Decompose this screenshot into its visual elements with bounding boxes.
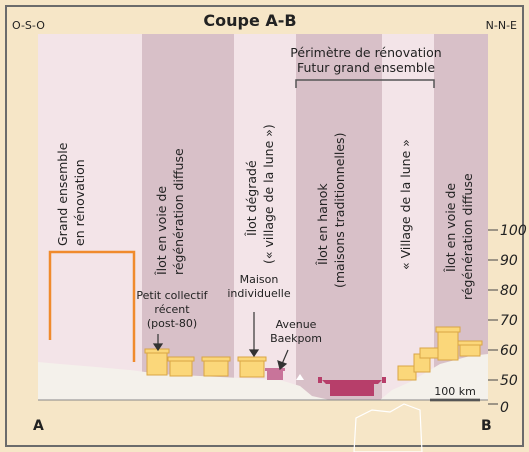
scale-tick-50: 50: [500, 373, 518, 389]
scale-tick-100: 100: [500, 223, 527, 239]
zone-label-6b: régénération diffuse: [460, 173, 475, 300]
zone-band-5: [382, 34, 434, 400]
direction-left: O-S-O: [12, 19, 45, 32]
scale-tick-90: 90: [500, 253, 518, 269]
perimeter-label-1: Périmètre de rénovation: [290, 45, 441, 60]
annotation-arrows: [152, 312, 289, 371]
zone-label-1a: Grand ensemble: [55, 142, 70, 246]
endpoint-b: B: [481, 418, 492, 434]
scale-tick-70: 70: [500, 313, 518, 329]
endpoint-a: A: [33, 418, 44, 434]
hanok-building: [318, 377, 386, 396]
zone-label-2b: régénération diffuse: [171, 148, 186, 275]
zone-band-2: [142, 34, 234, 400]
ground-profile: [38, 354, 488, 400]
diagram-title: Coupe A-B: [203, 11, 296, 30]
avenue-label-2: Baekpom: [270, 332, 322, 345]
zone-band-4: [296, 34, 382, 400]
zone-label-6a: Îlot en voie de: [443, 183, 458, 273]
perimeter-bracket: [295, 79, 435, 88]
decorative-shape: [353, 403, 423, 452]
petit-collectif-label-2: récent: [154, 303, 190, 316]
petit-collectif-label-1: Petit collectif: [136, 289, 208, 302]
direction-right: N-N-E: [486, 19, 517, 32]
zone-label-2a: Îlot en voie de: [154, 186, 169, 276]
buildings-left: [144, 348, 267, 378]
scale-tick-0: 0: [500, 400, 509, 416]
zone-label-3b: (« village de la lune »): [261, 124, 276, 264]
zone-label-5a: « Village de la lune »: [398, 139, 413, 270]
perimeter-label-2: Futur grand ensemble: [297, 60, 435, 75]
zone-label-4b: (maisons traditionnelles): [332, 133, 347, 288]
scale-tick-80: 80: [500, 283, 518, 299]
zone-band-3: [234, 34, 296, 400]
vertical-scale: [488, 229, 498, 405]
small-pink-house: [265, 368, 285, 380]
zone-label-4a: Îlot en hanok: [315, 183, 330, 266]
petit-collectif-label-3: (post-80): [147, 317, 197, 330]
scale-bar-label: 100 km: [434, 385, 476, 398]
highrise-outline: [48, 250, 136, 362]
zone-label-1b: en rénovation: [72, 159, 87, 246]
zone-band-1: [38, 34, 142, 400]
avenue-label-1: Avenue: [276, 318, 317, 331]
small-white-marker: [296, 374, 304, 380]
buildings-right: [397, 326, 483, 381]
zone-label-3a: Îlot dégradé: [244, 160, 259, 237]
maison-label-2: individuelle: [227, 287, 290, 300]
maison-label-1: Maison: [240, 273, 279, 286]
scale-tick-60: 60: [500, 343, 518, 359]
